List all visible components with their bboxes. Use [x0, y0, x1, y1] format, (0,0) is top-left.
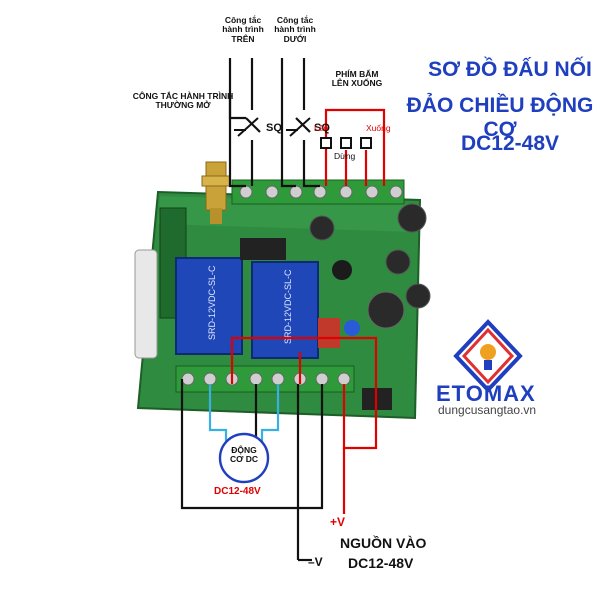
diagram-title-line2: ĐẢO CHIỀU ĐỘNG CƠ	[406, 94, 594, 141]
buttons-header-l2: LÊN XUỐNG	[331, 78, 383, 89]
antenna-connector	[201, 161, 231, 224]
brand-name: ETOMAX	[436, 381, 536, 406]
lower-limit-label-l3: DƯỚI	[283, 33, 307, 44]
ic-chip	[240, 238, 286, 260]
diagram-title-line1: SƠ ĐỒ ĐẤU NỐI	[428, 58, 592, 81]
motor-label-l2: CƠ DC	[229, 454, 259, 465]
etomax-logo	[453, 319, 523, 393]
motor-label: ĐỘNG CƠ DC	[220, 445, 268, 465]
power-label-l2: DC12-48V	[348, 555, 414, 571]
relay-2: SRD-12VDC-SL-C	[251, 261, 319, 359]
top-terminal-block	[231, 179, 405, 205]
push-buttons	[320, 137, 372, 149]
diagram-title-line3: DC12-48V	[460, 132, 560, 155]
sq-label-right: SQ	[314, 122, 330, 134]
upper-limit-label: Công tắc hành trình TRÊN	[214, 15, 272, 44]
button-wires	[324, 108, 386, 186]
upper-limit-label-l1: Công tắc	[224, 15, 262, 25]
motor-voltage: DC12-48V	[214, 486, 261, 497]
capacitor-blue	[344, 320, 360, 336]
svg-text:SRD-12VDC-SL-C: SRD-12VDC-SL-C	[283, 269, 293, 344]
power-minus: –V	[308, 555, 323, 569]
buttons-header: PHÍM BẤM LÊN XUỐNG	[322, 69, 392, 89]
open-limit-switch-label: CÔNG TẮC HÀNH TRÌNH THƯỜNG MỞ	[132, 91, 234, 111]
button-down-label: Xuống	[366, 123, 391, 133]
motor-label-l1: ĐỘNG	[231, 445, 257, 455]
lower-limit-label-l2: hành trình	[274, 24, 316, 35]
button-stop-label: Dừng	[334, 151, 356, 161]
svg-text:SRD-12VDC-SL-C: SRD-12VDC-SL-C	[207, 265, 217, 340]
lower-limit-label: Công tắc hành trình DƯỚI	[266, 15, 324, 44]
limit-switch-wires	[228, 58, 320, 188]
buzzer	[332, 260, 352, 280]
upper-limit-label-l2: hành trình	[222, 24, 264, 35]
sq-switch-symbols	[234, 117, 311, 137]
capacitor-red	[318, 318, 340, 348]
power-wires	[230, 336, 378, 514]
button-up-label: Lên	[314, 123, 329, 133]
power-label-l1: NGUỒN VÀO	[340, 535, 427, 551]
upper-limit-label-l3: TRÊN	[231, 33, 255, 44]
sq-label-left: SQ	[266, 122, 282, 134]
lower-limit-label-l1: Công tắc	[276, 15, 314, 25]
electrolytic-capacitors	[309, 203, 431, 329]
buttons-header-l1: PHÍM BẤM	[335, 69, 379, 79]
brand-site: dungcusangtao.vn	[438, 403, 537, 417]
power-plus: +V	[330, 515, 346, 529]
dc-motor	[218, 432, 270, 484]
